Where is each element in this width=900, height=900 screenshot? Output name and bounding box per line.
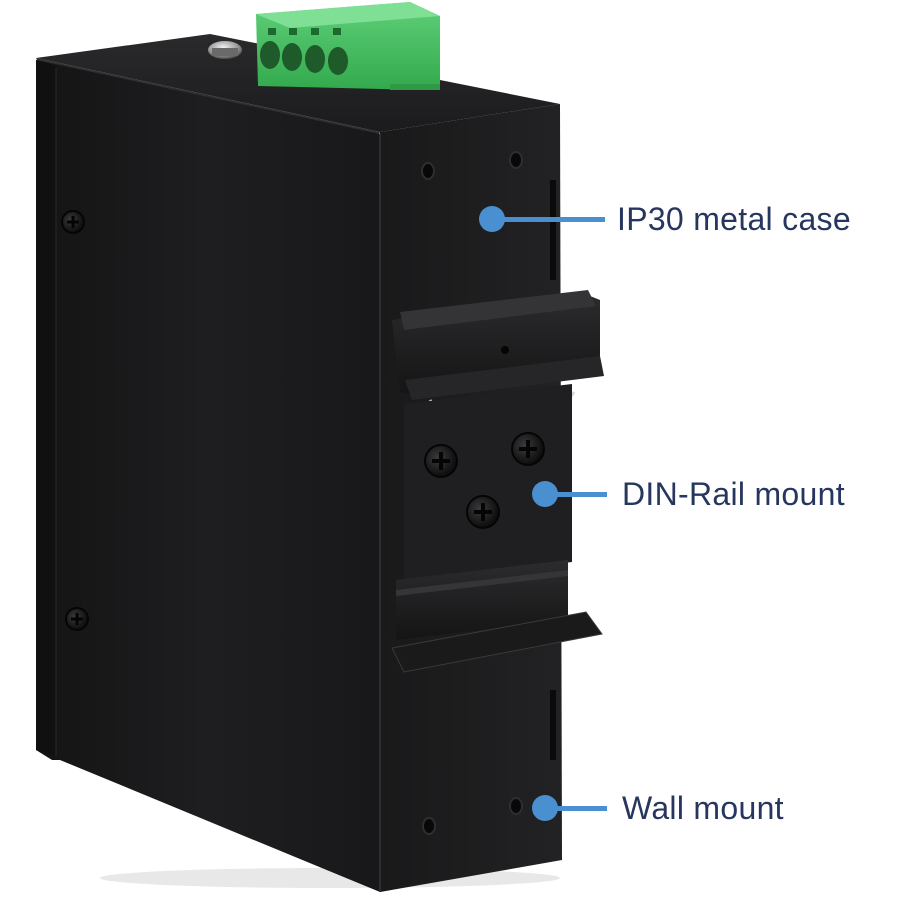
- callout-label-ip30-metal-case: IP30 metal case: [617, 201, 851, 237]
- callout-label-din-rail-mount: DIN-Rail mount: [622, 476, 845, 512]
- callout-dot-wall-mount: [532, 795, 558, 821]
- side-screw-bottom: [65, 607, 89, 631]
- case-side-panel: [36, 60, 380, 892]
- din-screw-left: [424, 444, 458, 478]
- mounting-hole-top-left: [421, 162, 435, 180]
- power-terminal-block: [256, 2, 440, 90]
- wall-mount-hole-right: [509, 797, 523, 815]
- callout-label-wall-mount: Wall mount: [622, 790, 784, 826]
- callout-line-ip30: [492, 217, 605, 222]
- callout-line-wall-mount: [545, 806, 607, 811]
- mounting-hole-top-right: [509, 151, 523, 169]
- din-screw-right: [511, 432, 545, 466]
- side-screw-top: [61, 210, 85, 234]
- din-screw-bottom: [466, 495, 500, 529]
- wall-mount-hole-left: [422, 817, 436, 835]
- ground-screw: [208, 41, 242, 59]
- callout-line-din-rail: [545, 492, 607, 497]
- din-rail-bracket: [391, 290, 604, 673]
- callout-dot-din-rail: [532, 481, 558, 507]
- callout-dot-ip30: [479, 206, 505, 232]
